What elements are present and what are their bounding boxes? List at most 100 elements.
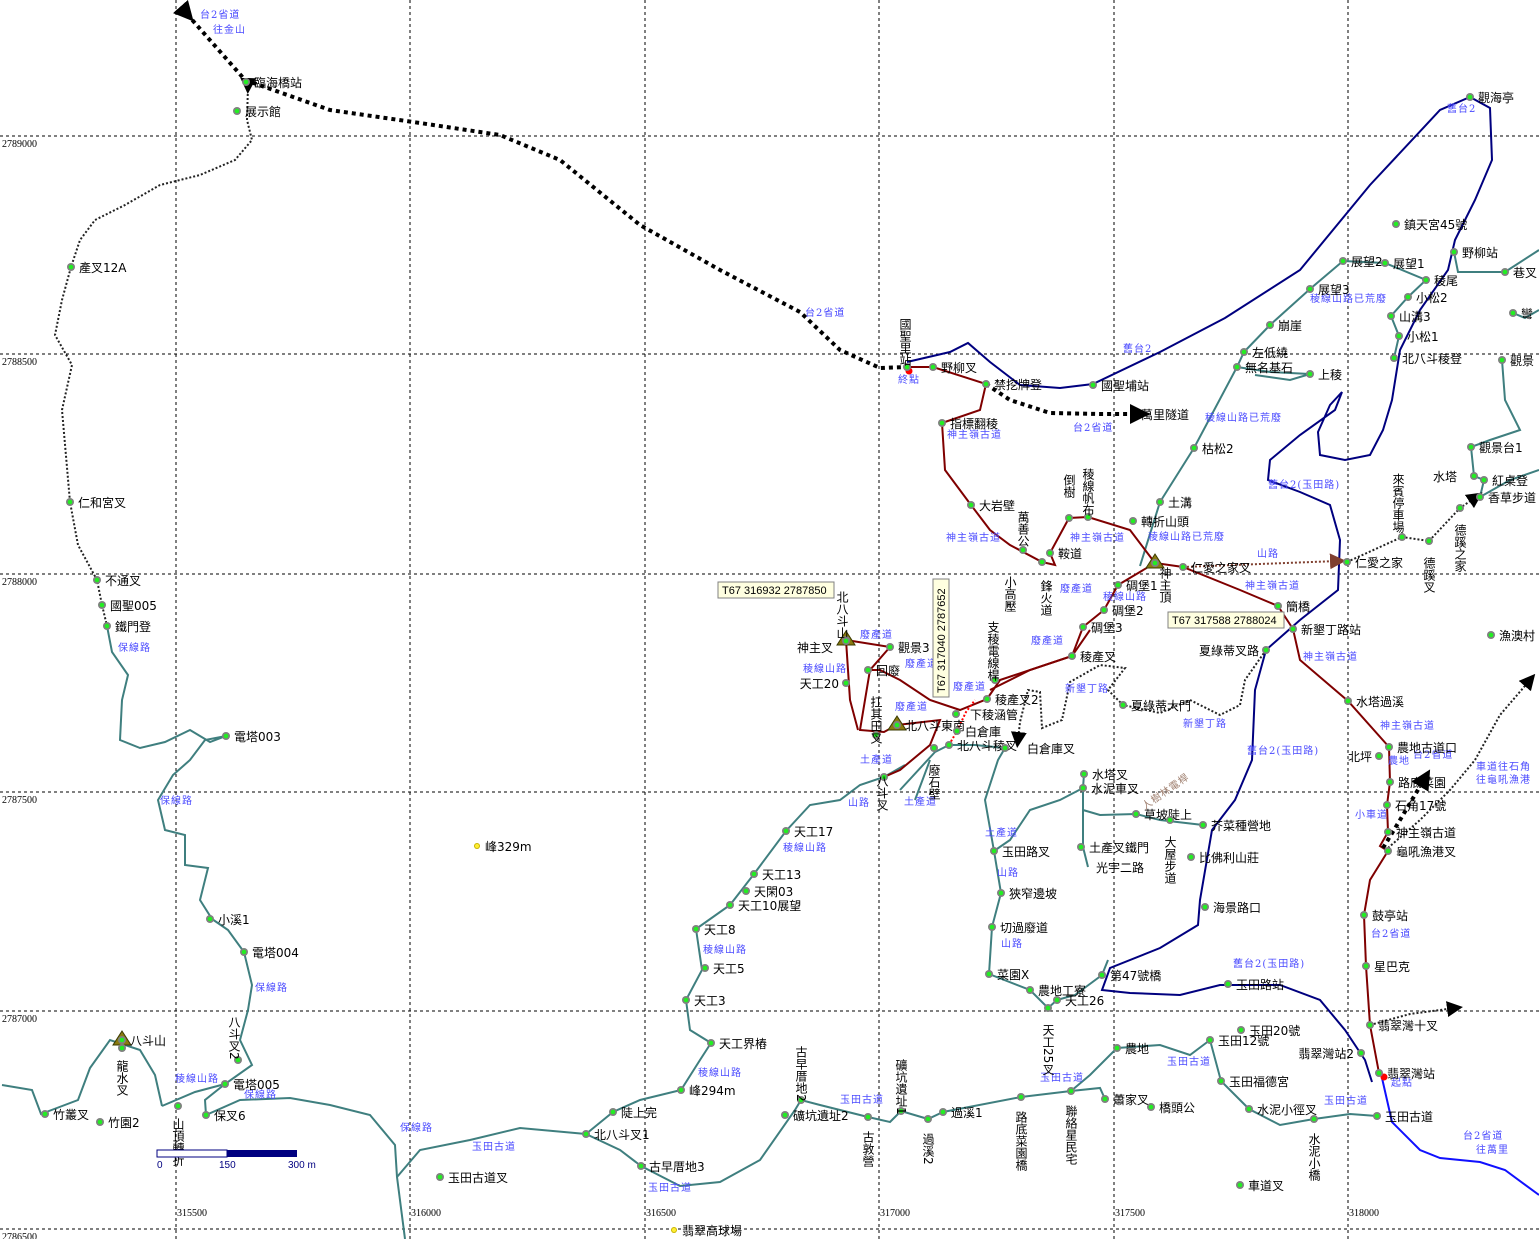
waypoint-dot bbox=[1290, 626, 1296, 632]
waypoint-dot bbox=[1374, 1113, 1380, 1119]
trail-name-label: 台2省道 bbox=[200, 8, 240, 21]
waypoint-label: 德蹊叉 bbox=[1422, 556, 1436, 593]
scale-label-300: 300 m bbox=[288, 1160, 316, 1171]
waypoint: 左低繞 bbox=[1240, 345, 1288, 360]
waypoint-dot bbox=[782, 1112, 788, 1118]
waypoint-label: 古敦營 bbox=[861, 1130, 875, 1168]
waypoint-label: 八斗叉 bbox=[875, 775, 889, 811]
trail-name-label: 台2省道 bbox=[1371, 927, 1411, 940]
waypoint-dot bbox=[1237, 1182, 1243, 1188]
waypoint-label: 臨海橋站 bbox=[254, 75, 302, 90]
waypoint-label: 紅桌登 bbox=[1492, 473, 1528, 488]
waypoint-label: 稜產叉2 bbox=[995, 692, 1039, 707]
waypoint-label: 國聖005 bbox=[110, 599, 157, 613]
waypoint: 神主叉 bbox=[797, 637, 850, 655]
waypoint-dot bbox=[1481, 477, 1487, 483]
waypoint: 萬善公 bbox=[1016, 511, 1030, 554]
waypoint-label: 水塔過溪 bbox=[1356, 695, 1404, 709]
waypoint-dot bbox=[991, 848, 997, 854]
waypoint-dot bbox=[843, 680, 849, 686]
waypoint-dot bbox=[708, 1040, 714, 1046]
waypoint-dot bbox=[904, 364, 910, 370]
waypoint-dot bbox=[992, 677, 998, 683]
old-road-tai2 bbox=[906, 95, 1494, 1083]
waypoint-label: 德蹊之家 bbox=[1453, 523, 1467, 572]
waypoint: 觀景 bbox=[1498, 354, 1534, 368]
waypoint-dot bbox=[751, 871, 757, 877]
waypoint-label: 支稜電線桿 bbox=[986, 621, 1000, 681]
waypoint-dot bbox=[234, 108, 240, 114]
waypoint-label: 大岩壁 bbox=[979, 498, 1015, 513]
waypoint-label: 芥菜種營地 bbox=[1211, 819, 1271, 833]
trail-name-label: 台2省道 bbox=[805, 306, 845, 319]
waypoint: 切過廢道 bbox=[988, 920, 1048, 935]
waypoint: 展望1 bbox=[1381, 257, 1425, 271]
waypoint: 八斗山 bbox=[112, 1030, 166, 1048]
waypoint-dot bbox=[1234, 364, 1240, 370]
waypoint-dot bbox=[1386, 744, 1392, 750]
waypoint-label: 來賓停車場 bbox=[1391, 473, 1405, 534]
waypoint-label: 萬善公 bbox=[1016, 511, 1030, 547]
grid-label-x: 318000 bbox=[1349, 1208, 1379, 1219]
waypoint-label: 山溝3 bbox=[1399, 310, 1431, 324]
waypoint-dot bbox=[1120, 702, 1126, 708]
waypoint-dot bbox=[1090, 382, 1096, 388]
grid-label-x: 317000 bbox=[880, 1208, 910, 1219]
waypoint-label: 路底菜園橋 bbox=[1014, 1110, 1028, 1172]
waypoint-label: 玉田路站 bbox=[1236, 977, 1284, 992]
waypoint: 北八斗叉1 bbox=[582, 1128, 650, 1142]
waypoint-dot bbox=[1340, 258, 1346, 264]
waypoint-label: 觀景台1 bbox=[1479, 440, 1523, 455]
trail-name-label: 廢產道 bbox=[1031, 634, 1064, 647]
waypoint-label: 電塔004 bbox=[252, 946, 299, 960]
waypoint-label: 菜園X bbox=[997, 968, 1029, 982]
waypoint: 農地 bbox=[1113, 1042, 1149, 1056]
waypoint: 路底菜園 bbox=[1386, 775, 1446, 790]
waypoint-label: 竹園2 bbox=[108, 1116, 140, 1130]
waypoint-dot bbox=[1457, 505, 1463, 511]
waypoint: 竹叢叉 bbox=[41, 1108, 89, 1122]
waypoint-dot bbox=[241, 949, 247, 955]
waypoint-label: 翡翠灣站 bbox=[1387, 1067, 1435, 1081]
waypoint: 簡橋 bbox=[1274, 599, 1310, 614]
waypoint-label: 路底菜園 bbox=[1398, 775, 1446, 790]
trail-name-label: 台2省道 bbox=[1073, 421, 1113, 434]
waypoint: 蕭家叉 bbox=[1101, 1092, 1149, 1107]
grid-label-y: 2788500 bbox=[2, 357, 37, 368]
waypoint-dot bbox=[1148, 1104, 1154, 1110]
scale-label-150: 150 bbox=[219, 1160, 236, 1171]
dotted-trail-xinkending bbox=[1010, 649, 1267, 748]
trail-name-label: 舊台2 bbox=[1447, 102, 1476, 115]
waypoint-dot bbox=[1099, 972, 1105, 978]
waypoint: 天工5 bbox=[701, 962, 745, 976]
waypoint-dot bbox=[1267, 322, 1273, 328]
waypoint: 大屋步道 bbox=[1163, 816, 1177, 884]
waypoint: 野柳叉 bbox=[929, 361, 977, 375]
waypoint-dot bbox=[1047, 550, 1053, 556]
waypoint-dot bbox=[1191, 445, 1197, 451]
waypoint-dot bbox=[175, 1103, 181, 1109]
waypoint: 水泥小徑叉 bbox=[1245, 1103, 1317, 1117]
waypoint-dot bbox=[693, 926, 699, 932]
waypoint: 巷叉 bbox=[1501, 266, 1537, 280]
trail-name-label: 土產道 bbox=[904, 795, 937, 808]
waypoint: 北八斗山 bbox=[835, 591, 856, 646]
waypoint: 電塔005 bbox=[221, 1078, 280, 1092]
waypoint: 鞍道 bbox=[1046, 546, 1082, 561]
waypoint-dot bbox=[1101, 607, 1107, 613]
trail-name-label: 玉田古道 bbox=[1040, 1071, 1084, 1084]
trail-name-label: 往金山 bbox=[213, 23, 246, 36]
waypoint: 小高壓 bbox=[1003, 576, 1017, 612]
waypoint: 星巴克 bbox=[1362, 960, 1410, 974]
dotted-trail-dexi bbox=[1346, 492, 1483, 563]
waypoint-dot bbox=[1451, 249, 1457, 255]
waypoint-label: 北八斗稜登 bbox=[1402, 351, 1462, 366]
trail-name-label: 保線路 bbox=[400, 1121, 433, 1134]
waypoint-label: 仁愛之家叉 bbox=[1191, 560, 1251, 575]
waypoint-label: 車道叉 bbox=[1248, 1179, 1284, 1193]
waypoint-label: 土溝 bbox=[1168, 496, 1192, 510]
waypoint-dot bbox=[843, 638, 849, 644]
waypoint-dot bbox=[1510, 310, 1516, 316]
waypoint-dot bbox=[1361, 912, 1367, 918]
waypoint-dot bbox=[67, 499, 73, 505]
